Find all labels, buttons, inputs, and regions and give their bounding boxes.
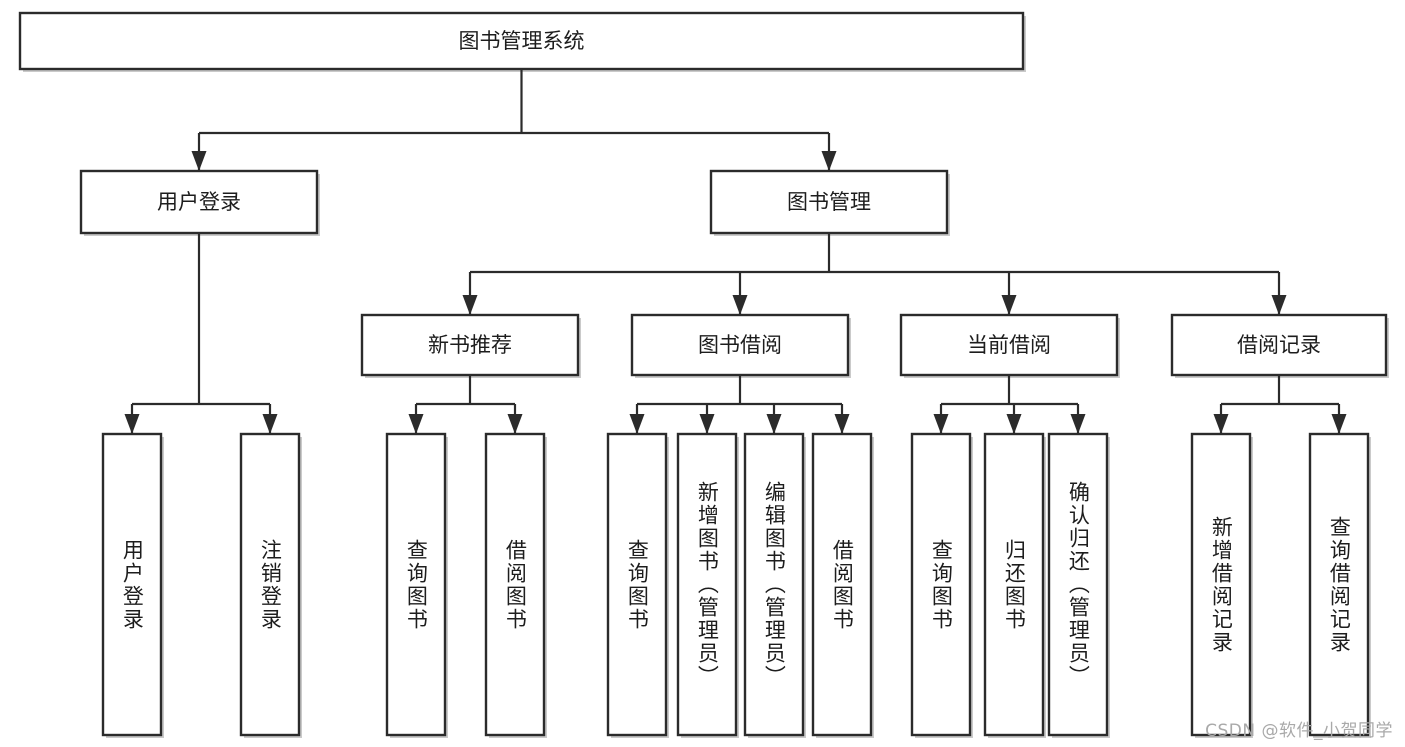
csdn-watermark: CSDN @软件_小贺同学 — [1205, 721, 1393, 741]
arrow-head-icon — [766, 414, 782, 434]
node-leaf-1-1-3[interactable] — [811, 432, 874, 738]
arrow-head-icon — [1070, 414, 1086, 434]
node-submodule-1-3-label: 借阅记录 — [1237, 333, 1321, 357]
arrow-head-icon — [1271, 295, 1287, 315]
arrow-head-icon — [191, 151, 207, 171]
arrow-head-icon — [821, 151, 837, 171]
node-leaf-1-0-0[interactable] — [385, 432, 448, 738]
arrow-head-icon — [834, 414, 850, 434]
arrow-head-icon — [699, 414, 715, 434]
node-leaf-0-0[interactable] — [101, 432, 164, 738]
arrow-head-icon — [1213, 414, 1229, 434]
node-leaf-1-1-2[interactable] — [743, 432, 806, 738]
node-root[interactable] — [18, 11, 1026, 72]
arrow-head-icon — [1331, 414, 1347, 434]
node-submodule-1-1[interactable] — [630, 313, 851, 378]
node-submodule-1-2-label: 当前借阅 — [967, 333, 1051, 357]
arrow-head-icon — [933, 414, 949, 434]
arrow-head-icon — [1001, 295, 1017, 315]
node-module-1[interactable] — [709, 169, 950, 236]
node-leaf-1-3-1[interactable] — [1308, 432, 1371, 738]
node-leaf-1-1-1[interactable] — [676, 432, 739, 738]
arrow-head-icon — [629, 414, 645, 434]
arrow-head-icon — [408, 414, 424, 434]
arrow-head-icon — [262, 414, 278, 434]
node-leaf-1-2-1[interactable] — [983, 432, 1046, 738]
node-leaf-0-1[interactable] — [239, 432, 302, 738]
arrow-head-icon — [124, 414, 140, 434]
arrow-head-icon — [1006, 414, 1022, 434]
node-leaf-1-2-0[interactable] — [910, 432, 973, 738]
node-module-0[interactable] — [79, 169, 320, 236]
arrow-head-icon — [462, 295, 478, 315]
arrow-head-icon — [732, 295, 748, 315]
node-submodule-1-0[interactable] — [360, 313, 581, 378]
node-leaf-1-1-0[interactable] — [606, 432, 669, 738]
node-leaf-1-0-1[interactable] — [484, 432, 547, 738]
node-module-1-label: 图书管理 — [787, 190, 871, 214]
node-root-label: 图书管理系统 — [459, 29, 585, 53]
node-leaf-1-3-0[interactable] — [1190, 432, 1253, 738]
arrow-head-icon — [507, 414, 523, 434]
node-module-0-label: 用户登录 — [157, 190, 241, 214]
node-submodule-1-3[interactable] — [1170, 313, 1389, 378]
node-leaf-1-2-2[interactable] — [1047, 432, 1110, 738]
node-submodule-1-2[interactable] — [899, 313, 1120, 378]
node-submodule-1-1-label: 图书借阅 — [698, 333, 782, 357]
node-submodule-1-0-label: 新书推荐 — [428, 333, 512, 357]
